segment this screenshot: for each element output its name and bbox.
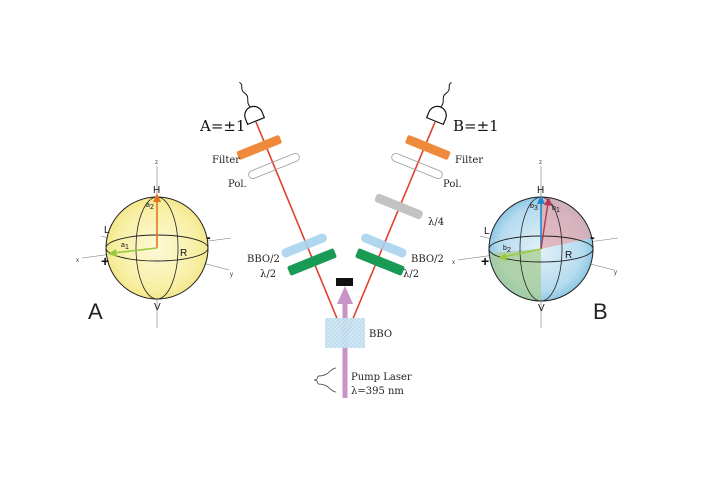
sphere-b-h: H xyxy=(537,185,544,196)
sphere-b-plus: + xyxy=(481,253,489,269)
sphere-b-vec1-label: b xyxy=(552,205,556,212)
sphere-b-axis-x: x xyxy=(452,260,455,266)
sphere-b-l: L xyxy=(484,226,490,237)
sphere-b-v: V xyxy=(538,303,545,314)
pump-pulse-icon xyxy=(313,367,337,393)
filter-a-element xyxy=(236,135,282,160)
sphere-a-axis-y: y xyxy=(230,272,233,278)
sphere-b-vec2-label: b xyxy=(503,245,507,252)
filter-a-label: Filter xyxy=(212,155,240,166)
filter-b-label: Filter xyxy=(455,155,483,166)
sphere-b-title: B xyxy=(593,299,608,324)
beam-dump xyxy=(336,278,353,286)
polarizer-b-element xyxy=(391,152,443,180)
sphere-a-vec2-sub: 2 xyxy=(150,204,154,211)
detector-b-label: B=±1 xyxy=(453,117,499,135)
sphere-b-vec2-sub: 2 xyxy=(507,247,511,254)
sphere-a-l: L xyxy=(104,225,110,236)
sphere-a-plus: + xyxy=(101,253,109,269)
beam-b xyxy=(346,121,436,334)
sphere-a-minus: - xyxy=(206,229,211,245)
beam-a xyxy=(255,121,344,334)
polarizer-b-label: Pol. xyxy=(443,179,462,190)
sphere-a-vec2-label: a xyxy=(146,202,150,209)
sphere-b-minus: - xyxy=(590,229,595,245)
polarizer-a-label: Pol. xyxy=(228,179,247,190)
detector-a-label: A=±1 xyxy=(199,117,246,135)
vector-b2 xyxy=(502,248,542,258)
bloch-sphere-b xyxy=(457,166,619,328)
bbo-label: BBO xyxy=(369,329,392,340)
sphere-a-vec1-label: a xyxy=(121,242,125,249)
sphere-b-vec1-sub: 1 xyxy=(556,207,560,214)
sphere-b-vec3-sub: 3 xyxy=(534,205,538,212)
polarizer-a-element xyxy=(248,152,300,180)
sphere-a-axis-z: z xyxy=(155,160,158,166)
sphere-a-v: V xyxy=(154,302,161,313)
sphere-b-axis-z: z xyxy=(539,160,542,166)
pump-label-line2: λ=395 nm xyxy=(351,386,404,397)
bbo2-b-label: BBO/2 xyxy=(411,254,444,265)
pump-label-line1: Pump Laser xyxy=(351,372,412,383)
sphere-a-title: A xyxy=(88,299,103,324)
bbo2-a-element xyxy=(281,233,327,258)
sphere-b-r: R xyxy=(565,250,572,261)
hwp-b-element xyxy=(355,248,405,276)
sphere-a-r: R xyxy=(180,248,187,259)
sphere-b-vec3-label: b xyxy=(530,203,534,210)
sphere-a-axis-x: x xyxy=(76,258,79,264)
vector-a1 xyxy=(112,247,158,254)
bbo2-b-element xyxy=(361,233,407,258)
sphere-a-h: H xyxy=(153,185,160,196)
qwp-b-element xyxy=(374,193,423,220)
filter-b-element xyxy=(405,135,451,160)
qwp-b-label: λ/4 xyxy=(428,217,444,228)
sphere-a-vec1-sub: 1 xyxy=(125,244,129,251)
hwp-a-label: λ/2 xyxy=(260,269,276,280)
detector-a-icon xyxy=(239,81,266,126)
bbo-crystal xyxy=(325,318,365,348)
bbo2-a-label: BBO/2 xyxy=(247,254,280,265)
vector-b1 xyxy=(540,202,549,250)
hwp-a-element xyxy=(287,248,337,276)
sphere-b-axis-y: y xyxy=(614,270,617,276)
detector-b-icon xyxy=(425,81,452,126)
hwp-b-label: λ/2 xyxy=(403,269,419,280)
bloch-sphere-a xyxy=(81,166,232,328)
